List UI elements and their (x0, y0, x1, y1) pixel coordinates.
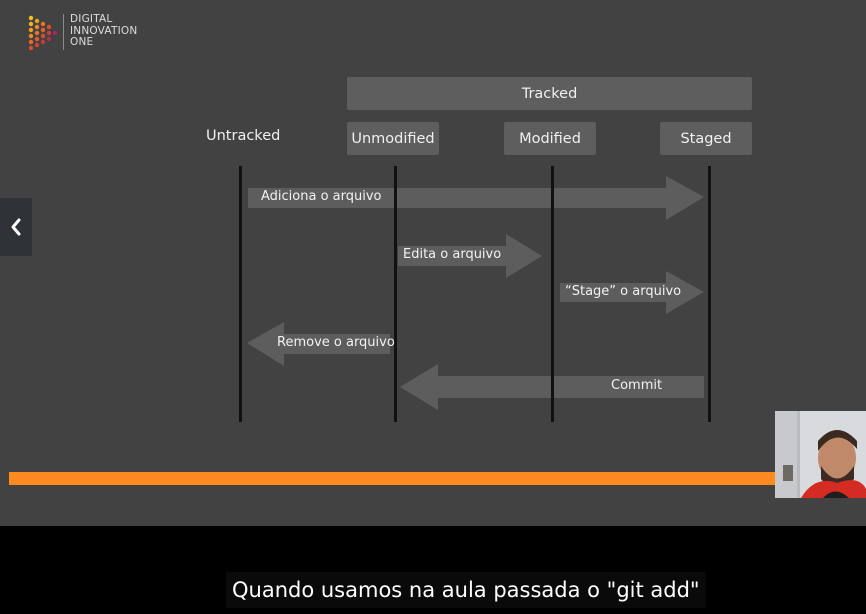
logo-line-3: ONE (70, 36, 94, 48)
presenter-video-image (775, 411, 866, 498)
orange-progress-bar (9, 472, 775, 485)
remove-arrow-label: Remove o arquivo (277, 335, 395, 350)
add-arrow (248, 176, 704, 220)
logo-line-2: INNOVATION (70, 24, 138, 37)
edit-arrow (398, 234, 542, 278)
edit-arrow-label: Edita o arquivo (403, 247, 502, 262)
chevron-left-icon (11, 218, 21, 236)
logo-line-1: DIGITAL (70, 13, 113, 25)
lifeline-untracked (239, 166, 242, 422)
webcam-thumbnail (775, 411, 866, 498)
state-modified: Modified (519, 130, 581, 147)
add-arrow-label: Adiciona o arquivo (261, 189, 382, 204)
state-untracked: Untracked (206, 128, 281, 144)
lifeline-staged (708, 166, 711, 422)
previous-button[interactable] (0, 198, 32, 256)
stage-arrow (560, 271, 704, 314)
slide-area[interactable]: DIGITAL INNOVATION ONE Tracked Untracked… (0, 0, 866, 526)
stage-arrow-label: “Stage” o arquivo (565, 284, 682, 299)
remove-arrow (247, 322, 390, 366)
logo-divider (63, 14, 64, 50)
state-unmodified-box: Unmodified (347, 122, 439, 155)
state-staged: Staged (680, 130, 732, 147)
tracked-label: Tracked (521, 85, 578, 102)
tracked-box: Tracked (347, 77, 752, 110)
digital-innovation-one-logo: DIGITAL INNOVATION ONE (28, 13, 138, 50)
subtitle-caption: Quando usamos na aula passada o "git add… (226, 572, 706, 608)
lifeline-unmodified (394, 166, 397, 422)
play-dots-logo-icon (28, 15, 58, 50)
state-staged-box: Staged (660, 122, 752, 155)
lifeline-modified (551, 166, 554, 422)
state-modified-box: Modified (504, 122, 596, 155)
commit-arrow-label: Commit (611, 378, 663, 393)
transition-arrows (247, 176, 704, 410)
logo-text: DIGITAL INNOVATION ONE (70, 13, 138, 49)
state-unmodified: Unmodified (351, 130, 435, 147)
